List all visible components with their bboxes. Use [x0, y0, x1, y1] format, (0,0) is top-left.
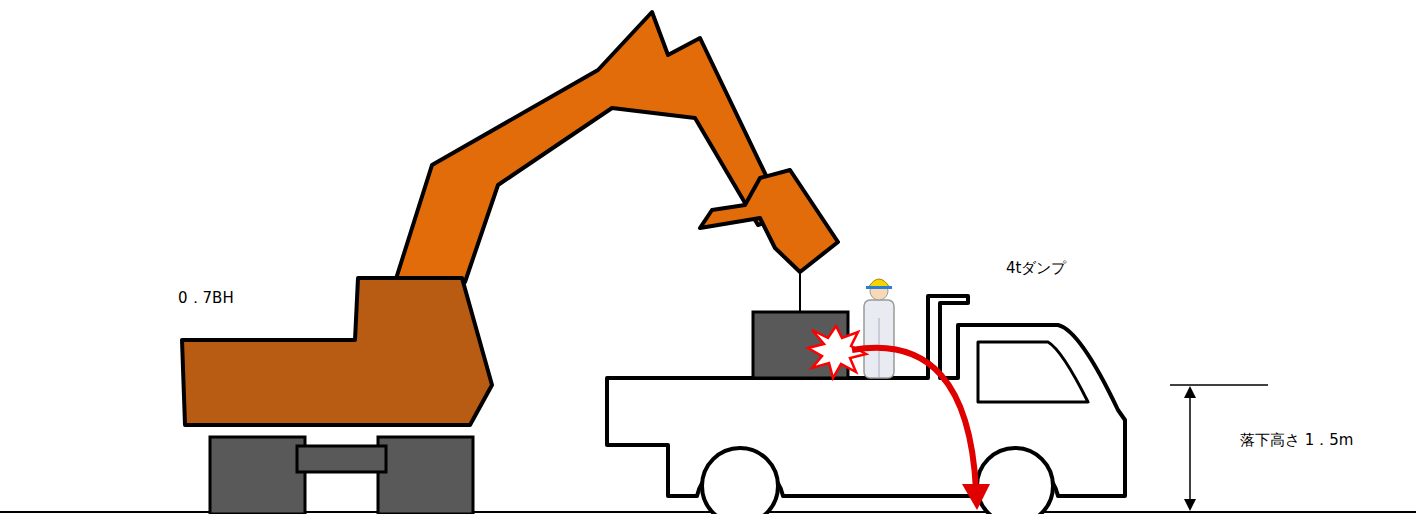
dimension-label: 落下高さ 1．5m: [1240, 431, 1353, 449]
excavator-bucket: [700, 170, 838, 272]
fall-arrow: [852, 348, 976, 490]
excavator-tracks: [210, 437, 473, 514]
lifting-wire: [799, 270, 801, 312]
dump-truck: [607, 296, 1125, 514]
worker-figure: [864, 279, 894, 378]
fall-arrowhead: [962, 484, 990, 510]
excavator-boom: [395, 12, 785, 282]
machine-label: 0．7BH: [178, 289, 234, 307]
vehicle-label: 4tダンプ: [1006, 259, 1066, 277]
